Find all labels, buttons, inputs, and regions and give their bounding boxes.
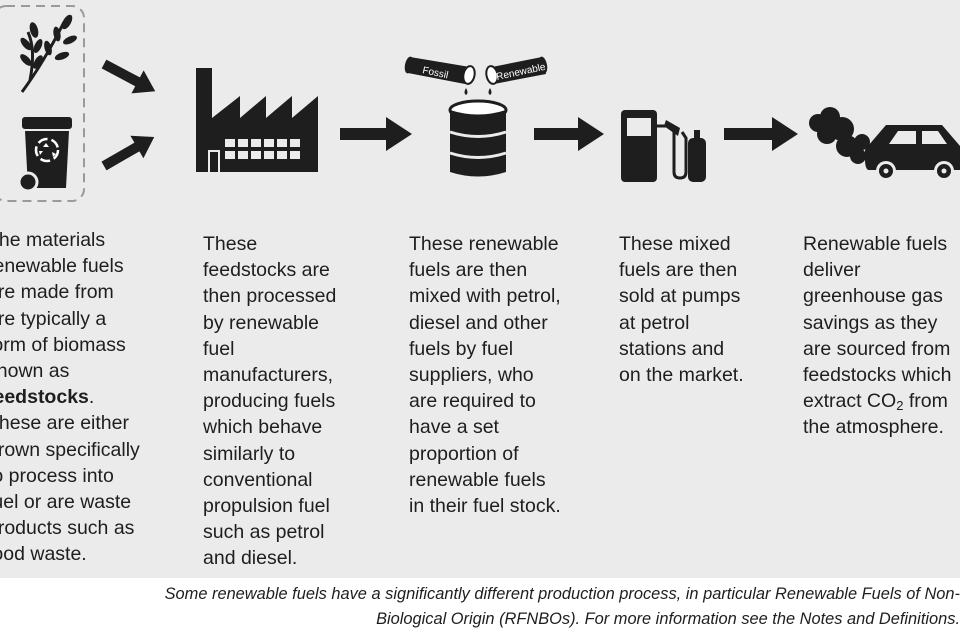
feedstocks-term-suffix: .	[88, 386, 95, 409]
text-line: mixed with petrol,	[409, 285, 561, 308]
feedstock-description: The materials renewable fuels are made f…	[0, 227, 140, 568]
text-line: which behave	[203, 416, 323, 439]
text-line: are required to	[409, 390, 536, 413]
factory-icon	[196, 68, 318, 172]
text-line: form of biomass	[0, 333, 126, 356]
diagram-graphics: Fossil Renewable	[0, 5, 960, 202]
text-line: fuels are then	[409, 259, 528, 282]
text-line: on the market.	[619, 364, 744, 387]
footnote-line-2: Biological Origin (RFNBOs). For more inf…	[376, 609, 960, 628]
blending-description: These renewable fuels are then mixed wit…	[409, 231, 561, 519]
savings-description: Renewable fuels deliver greenhouse gas s…	[803, 231, 952, 441]
fuel-barrel-icon	[448, 99, 508, 177]
fossil-pipe-label: Fossil	[421, 65, 449, 81]
right-arrow-icon	[724, 117, 798, 151]
text-line: are made from	[0, 281, 114, 304]
text-line: feedstocks.	[0, 384, 140, 410]
text-line: These are either	[0, 412, 129, 435]
exhaust-smoke-icon	[809, 107, 870, 164]
text-line: products such as	[0, 517, 135, 540]
text-line: renewable fuels	[0, 255, 124, 278]
processing-description: These feedstocks are then processed by r…	[203, 231, 336, 572]
text-line: the atmosphere.	[803, 416, 944, 439]
right-arrow-icon	[534, 117, 604, 151]
text-line: by renewable	[203, 311, 319, 334]
text-line: food waste.	[0, 543, 87, 566]
text-line: sold at pumps	[619, 285, 741, 308]
text-line: have a set	[409, 416, 499, 439]
text-line: Renewable fuels	[803, 233, 948, 255]
text-line: in their fuel stock.	[409, 495, 561, 518]
text-line: feedstocks are	[203, 259, 330, 282]
footnote: Some renewable fuels have a significantl…	[0, 582, 960, 631]
fuel-drops	[464, 88, 492, 95]
text-line: The materials	[0, 229, 106, 251]
text-line: deliver	[803, 259, 861, 282]
feedstock-dashed-box	[0, 5, 85, 202]
text-line: manufacturers,	[203, 364, 334, 387]
feedstocks-term: feedstocks	[0, 386, 89, 409]
co2-suffix: from	[903, 390, 948, 413]
text-line: savings as they	[803, 311, 938, 334]
text-line: similarly to	[203, 442, 296, 465]
text-line: feedstocks which	[803, 364, 952, 387]
wheat-icon	[20, 14, 77, 93]
text-line: These	[203, 233, 258, 255]
text-line: to process into	[0, 464, 114, 487]
text-line: propulsion fuel	[203, 495, 330, 518]
text-line: known as	[0, 360, 70, 383]
process-diagram-panel: Fossil Renewable	[0, 0, 960, 578]
footnote-line-1: Some renewable fuels have a significantl…	[164, 585, 960, 603]
text-line: stations and	[619, 337, 725, 360]
text-line: grown specifically	[0, 438, 140, 461]
text-line: diesel and other	[409, 311, 548, 334]
right-arrow-icon	[340, 117, 412, 151]
text-line: at petrol	[619, 311, 690, 334]
text-line: then processed	[203, 285, 337, 308]
fuel-pump-icon	[621, 110, 706, 182]
text-line: conventional	[203, 468, 313, 491]
text-line: are typically a	[0, 307, 107, 330]
text-line: such as petrol	[203, 521, 325, 544]
text-line: proportion of	[409, 442, 519, 465]
fossil-pipe: Fossil	[404, 56, 476, 85]
co2-subscript: 2	[896, 398, 904, 414]
text-line: suppliers, who	[409, 364, 534, 387]
car-icon	[865, 125, 960, 181]
text-line: These renewable	[409, 233, 559, 255]
text-line: fuel or are waste	[0, 491, 132, 514]
text-line: fuels by fuel	[409, 337, 514, 360]
text-line: extract CO2 from	[803, 388, 952, 414]
text-line: and diesel.	[203, 547, 298, 570]
text-line: These mixed	[619, 233, 731, 255]
text-line: fuels are then	[619, 259, 738, 282]
text-line: renewable fuels	[409, 468, 546, 491]
renewable-pipe: Renewable	[485, 56, 548, 85]
text-line: producing fuels	[203, 390, 336, 413]
right-arrow-icon	[101, 59, 156, 171]
text-line: fuel	[203, 337, 235, 360]
text-line: greenhouse gas	[803, 285, 943, 308]
recycling-bin-icon	[17, 117, 72, 193]
co2-prefix: extract CO	[803, 390, 897, 413]
sale-description: These mixed fuels are then sold at pumps…	[619, 231, 744, 388]
text-line: are sourced from	[803, 337, 951, 360]
